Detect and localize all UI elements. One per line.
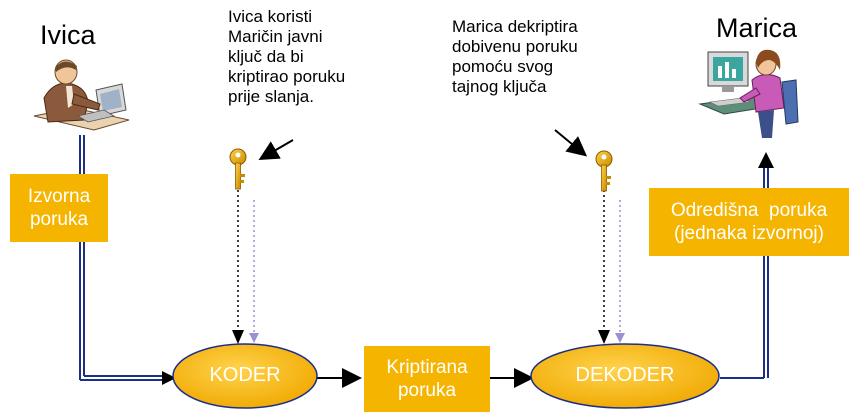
encrypt-note: Ivica koristi Maričin javni ključ da bi … [228,7,346,106]
callout-arrow-encrypt [258,139,294,161]
sender-path [79,135,176,385]
marica-person-icon [698,49,799,138]
callout-arrow-decrypt [554,129,588,157]
decrypt-key-line [598,190,625,344]
receiver-name: Marica [716,13,798,43]
private-key-icon [595,150,613,192]
public-key-icon [229,148,247,190]
encoder-oval [172,343,318,409]
decrypt-note: Marica dekriptira dobivenu poruku pomoću… [452,17,578,96]
receiver-path [720,152,774,379]
decoder-label: DEKODER [575,364,675,386]
destination-message-box: Odredišna poruka (jednaka izvornoj) [649,188,849,256]
ivica-person-icon [33,59,130,131]
source-message-box: Izvorna poruka [10,174,108,242]
encoder-label: KODER [209,364,281,386]
encrypt-key-line [232,190,259,344]
sender-name: Ivica [40,20,96,50]
decoder-oval [530,343,720,409]
encrypted-message-box: Kriptirana poruka [364,346,490,412]
